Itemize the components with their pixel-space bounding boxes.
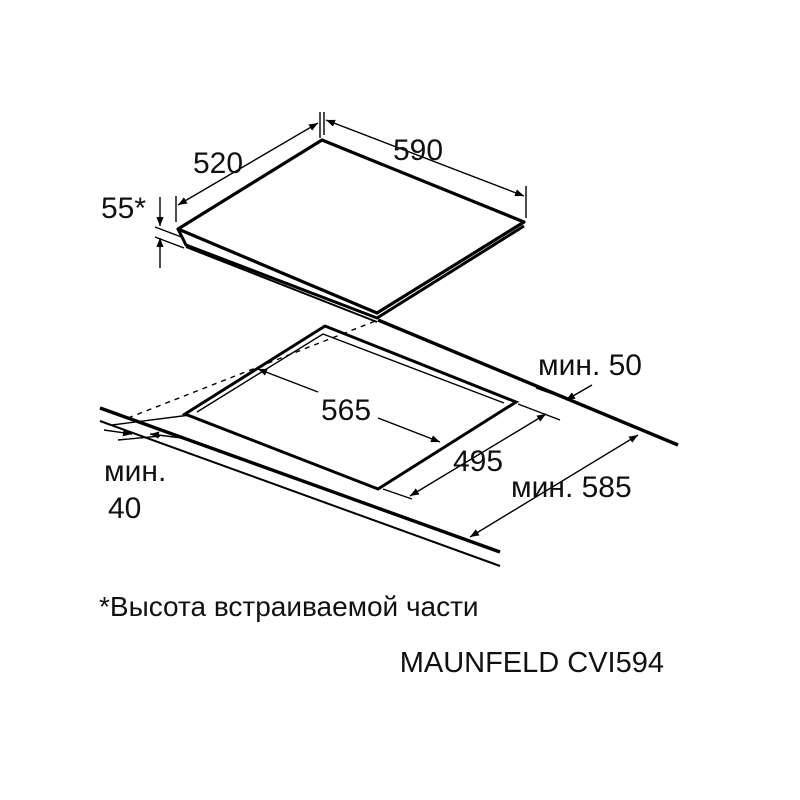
- dimension-min-585-line: [469, 434, 639, 538]
- model-name: MAUNFELD CVI594: [400, 647, 664, 679]
- worktop-front-edge-bottom: [99, 420, 501, 567]
- worktop-drawing: [99, 318, 679, 567]
- dimension-565-label: 565: [321, 394, 371, 427]
- cutout-outline: [181, 324, 520, 491]
- dimension-55: 55*: [101, 192, 185, 268]
- cooktop-lower-edge: [185, 246, 378, 323]
- dimension-520-label: 520: [193, 147, 243, 180]
- dimension-495-extension-right: [517, 403, 561, 421]
- dimension-495-extension-bottom: [382, 488, 413, 500]
- dimension-495-label: 495: [453, 445, 503, 478]
- dimension-min-585: мин. 585: [469, 434, 639, 538]
- dimension-min-50-leader: [535, 387, 579, 404]
- dimension-min-50: мин. 50: [535, 349, 642, 404]
- dimension-min-50-label: мин. 50: [538, 349, 642, 382]
- dimension-min-40-tick: [117, 435, 161, 441]
- cooktop-body-edge: [176, 224, 525, 320]
- dimension-min-40-label-value: 40: [108, 492, 141, 525]
- dimension-565: 565: [257, 368, 441, 443]
- dimension-min-40-label-word: мин.: [104, 455, 166, 488]
- dimension-520-line: [177, 122, 319, 206]
- worktop-back-edge-hidden: [127, 319, 379, 419]
- dimension-55-label: 55*: [101, 192, 146, 225]
- dimension-min-40-arrow-left: [103, 429, 133, 437]
- dimension-590: 590: [323, 112, 527, 218]
- dimension-min-585-label: мин. 585: [511, 471, 632, 504]
- dimension-565-line-right: [377, 417, 441, 443]
- dimension-55-top-extension: [154, 226, 185, 239]
- dimension-590-line: [325, 119, 525, 197]
- dimension-min-40-extension: [111, 414, 191, 426]
- dimension-min-40-arrow-right: [149, 431, 183, 439]
- worktop-back-edge: [377, 318, 679, 447]
- dimension-590-label: 590: [393, 134, 443, 167]
- dimension-565-line-left: [257, 368, 319, 393]
- dimension-min-50-arrow: [565, 384, 593, 401]
- dimension-520: 520: [175, 112, 321, 222]
- worktop-front-edge-top: [99, 406, 501, 554]
- footnote: *Высота встраиваемой части: [99, 591, 479, 622]
- dimension-min-40: мин. 40: [103, 414, 191, 525]
- cutout-inner-wall: [196, 333, 505, 413]
